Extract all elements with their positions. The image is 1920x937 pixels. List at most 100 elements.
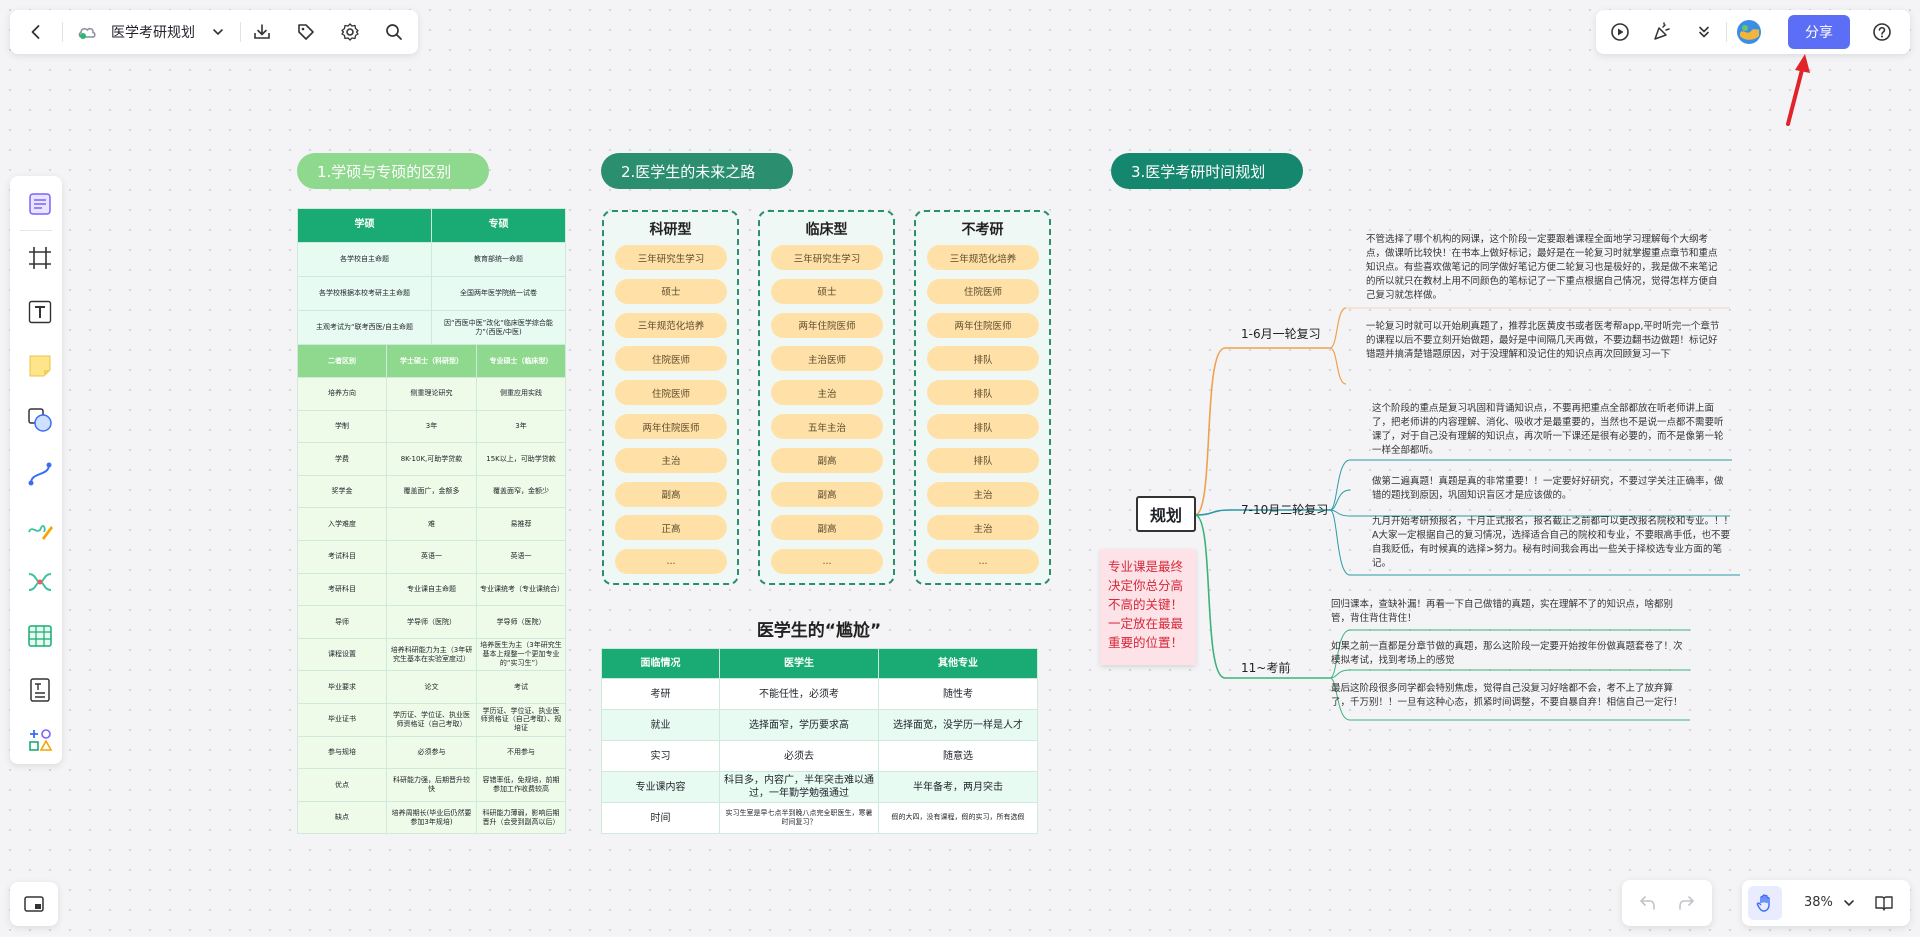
path-step-pill[interactable]: 副高 xyxy=(771,447,883,473)
help-icon[interactable] xyxy=(1870,20,1894,44)
path-column-0[interactable]: 科研型三年研究生学习硕士三年规范化培养住院医师住院医师两年住院医师主治副高正高.… xyxy=(602,210,739,585)
path-step-pill[interactable]: ... xyxy=(927,549,1039,575)
document-title[interactable]: 医学考研规划 xyxy=(111,25,195,41)
path-step-pill[interactable]: ... xyxy=(615,549,727,575)
double-chevron-down-icon[interactable] xyxy=(1692,20,1716,44)
table-cell: 时间 xyxy=(601,802,720,834)
mindmap-note[interactable]: 这个阶段的重点是复习巩固和背诵知识点，不要再把重点全部都放在听老师讲上面了，把老… xyxy=(1372,403,1724,456)
table-cell: 培养医生为主（3年研究生基本上规整一个更加专业的“实习生”） xyxy=(476,637,566,672)
mindmap-note[interactable]: 一轮复习时就可以开始刷真题了，推荐北医黄皮书或者医考帮app,平时听完一个章节的… xyxy=(1366,321,1720,360)
path-step-pill[interactable]: 硕士 xyxy=(771,278,883,304)
celebrate-icon[interactable] xyxy=(1650,20,1674,44)
path-step-pill[interactable]: 三年研究生学习 xyxy=(771,245,883,270)
table-cell: 考试科目 xyxy=(297,539,387,574)
path-step-pill[interactable]: 副高 xyxy=(771,481,883,507)
path-step-pill[interactable]: 五年主治 xyxy=(771,414,883,439)
minimap-button[interactable] xyxy=(10,882,58,926)
path-step-pill[interactable]: 两年住院医师 xyxy=(771,312,883,338)
redo-icon[interactable] xyxy=(1674,891,1698,915)
table-cell: 容错率低，免规培，前期参加工作收费较高 xyxy=(476,768,566,802)
table-cell: 3年 xyxy=(476,409,566,444)
path-step-pill[interactable]: 排队 xyxy=(927,346,1039,372)
mindmap-note[interactable]: 九月开始考研预报名，十月正式报名，报名截止之前都可以更改报名院校和专业。！！A大… xyxy=(1372,516,1734,569)
path-step-pill[interactable]: 排队 xyxy=(927,447,1039,473)
path-step-pill[interactable]: 三年规范化培养 xyxy=(927,245,1039,270)
table-header-row: 面临情况医学生其他专业 xyxy=(601,648,1038,679)
templates-icon[interactable] xyxy=(24,188,56,220)
path-step-pill[interactable]: 主治医师 xyxy=(771,346,883,372)
top-left-toolbar: 医学考研规划 xyxy=(10,10,418,54)
mindmap-note[interactable]: 回归课本，查缺补漏！再看一下自己做错的真题，实在理解不了的知识点，啥都别管，背住… xyxy=(1331,599,1674,624)
path-step-pill[interactable]: 正高 xyxy=(615,515,727,541)
mindmap-branch-label[interactable]: 7-10月二轮复习 xyxy=(1241,503,1329,517)
mindmap-note[interactable]: 最后这阶段很多同学都会特别焦虑，觉得自己没复习好啥都不会，考不上了放弃算了，千万… xyxy=(1331,683,1683,708)
path-step-pill[interactable]: ... xyxy=(771,549,883,575)
path-step-pill[interactable]: 排队 xyxy=(927,414,1039,439)
path-step-pill[interactable]: 住院医师 xyxy=(615,346,727,372)
more-tools-icon[interactable] xyxy=(24,724,56,756)
hand-pan-icon[interactable] xyxy=(1748,886,1782,920)
back-icon[interactable] xyxy=(24,20,48,44)
mindmap-sticky-note[interactable]: 专业课是最终决定你总分高不高的关键！一定放在最最重要的位置！ xyxy=(1100,549,1196,665)
connector-icon[interactable] xyxy=(24,458,56,490)
mindmap-root-node[interactable]: 规划 xyxy=(1136,496,1196,532)
text-icon[interactable] xyxy=(24,296,56,328)
section-header-1[interactable]: 1.学硕与专硕的区别 xyxy=(297,153,489,189)
path-column-title: 科研型 xyxy=(649,222,692,238)
mindmap-icon[interactable] xyxy=(24,566,56,598)
path-step-pill[interactable]: 两年住院医师 xyxy=(615,414,727,439)
table-cell: 覆盖面广，金额多 xyxy=(386,474,477,509)
tag-icon[interactable] xyxy=(294,20,318,44)
table-cell: 不用参与 xyxy=(476,735,566,770)
avatar[interactable] xyxy=(1736,19,1762,45)
mindmap-note[interactable]: 如果之前一直都是分章节做的真题，那么这阶段一定要开始按年份做真题套卷了！次模拟考… xyxy=(1331,641,1683,666)
path-step-pill[interactable]: 主治 xyxy=(927,481,1039,507)
path-step-pill[interactable]: 三年规范化培养 xyxy=(615,312,727,338)
path-step-pill[interactable]: 住院医师 xyxy=(927,278,1039,304)
shape-icon[interactable] xyxy=(24,404,56,436)
table-cell: 学制 xyxy=(297,409,387,444)
download-icon[interactable] xyxy=(250,20,274,44)
share-button[interactable]: 分享 xyxy=(1788,15,1850,49)
mindmap-note[interactable]: 做第二遍真题！真题是真的非常重要！！一定要好好研究，不要过学关注正确率，做错的题… xyxy=(1372,476,1724,501)
undo-icon[interactable] xyxy=(1636,891,1660,915)
path-step-pill[interactable]: 三年研究生学习 xyxy=(615,245,727,270)
frame-icon[interactable] xyxy=(24,242,56,274)
path-step-pill[interactable]: 硕士 xyxy=(615,278,727,304)
pen-icon[interactable] xyxy=(24,512,56,544)
path-step-pill[interactable]: 副高 xyxy=(771,515,883,541)
table-cell: 科研能力薄弱，影响后期晋升（会受到副高以后） xyxy=(476,800,566,835)
path-step-pill[interactable]: 两年住院医师 xyxy=(927,312,1039,338)
path-column-2[interactable]: 不考研三年规范化培养住院医师两年住院医师排队排队排队排队主治主治... xyxy=(914,210,1051,585)
play-presentation-icon[interactable] xyxy=(1608,20,1632,44)
search-icon[interactable] xyxy=(382,20,406,44)
path-column-1[interactable]: 临床型三年研究生学习硕士两年住院医师主治医师主治五年主治副高副高副高... xyxy=(758,210,895,585)
path-step-pill[interactable]: 主治 xyxy=(615,447,727,473)
degree-comparison-table[interactable]: 学硕专硕各学校自主命题教育部统一命题各学校根据本校考研主主命题全国两年医学院统一… xyxy=(297,208,566,835)
book-map-icon[interactable] xyxy=(1872,891,1896,915)
path-step-pill[interactable]: 住院医师 xyxy=(615,380,727,406)
mindmap-branch-label[interactable]: 1-6月一轮复习 xyxy=(1241,327,1321,341)
zoom-chevron-down-icon[interactable] xyxy=(1842,896,1856,910)
path-step-pill[interactable]: 排队 xyxy=(927,380,1039,406)
path-step-pill[interactable]: 主治 xyxy=(927,515,1039,541)
table-row: 考试科目英语一英语一 xyxy=(297,539,566,574)
sticky-note-icon[interactable] xyxy=(24,350,56,382)
table-row: 考研不能任性，必须考随性考 xyxy=(601,678,1038,710)
table-cell: 必须参与 xyxy=(386,735,477,770)
chevron-down-icon[interactable] xyxy=(210,24,226,40)
table-cell: 选择面窄，学历要求高 xyxy=(719,709,879,741)
gear-icon[interactable] xyxy=(338,20,362,44)
path-step-pill[interactable]: 副高 xyxy=(615,481,727,507)
mindmap-branch-label[interactable]: 11~考前 xyxy=(1241,661,1291,675)
section-header-3[interactable]: 3.医学考研时间规划 xyxy=(1111,153,1303,189)
embarrass-table[interactable]: 面临情况医学生其他专业考研不能任性，必须考随性考就业选择面窄，学历要求高选择面宽… xyxy=(601,648,1038,834)
mindmap-note[interactable]: 不管选择了哪个机构的网课，这个阶段一定要跟着课程全面地学习理解每个大纲考点，做课… xyxy=(1366,234,1718,301)
section-header-2[interactable]: 2.医学生的未来之路 xyxy=(601,153,793,189)
path-step-pill[interactable]: 主治 xyxy=(771,380,883,406)
table-cell: 侧重应用实践 xyxy=(476,377,566,411)
zoom-level[interactable]: 38% xyxy=(1804,895,1833,910)
table-icon[interactable] xyxy=(24,620,56,652)
document-icon[interactable] xyxy=(24,674,56,706)
